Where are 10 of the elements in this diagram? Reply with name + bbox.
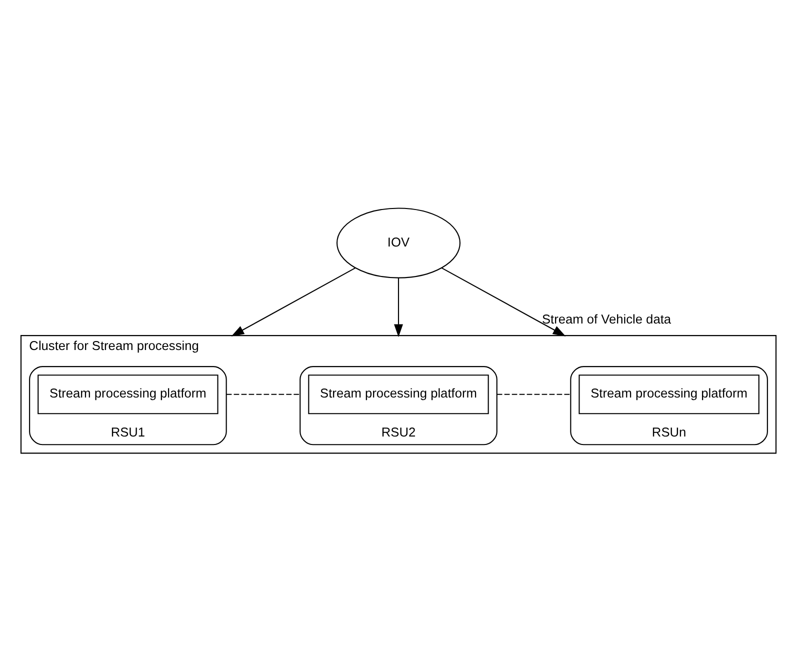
node-box: Stream processing platform [308, 374, 489, 414]
arrow [441, 266, 566, 336]
node-box: Stream processing platform [38, 374, 218, 414]
node-box: Stream processing platform [578, 374, 760, 414]
edge-label: Stream of Vehicle data [542, 310, 672, 326]
arrow [394, 277, 403, 337]
node-ellipse: IOV [336, 207, 461, 278]
connector [226, 393, 300, 394]
arrow [231, 266, 356, 336]
connector [496, 393, 571, 394]
